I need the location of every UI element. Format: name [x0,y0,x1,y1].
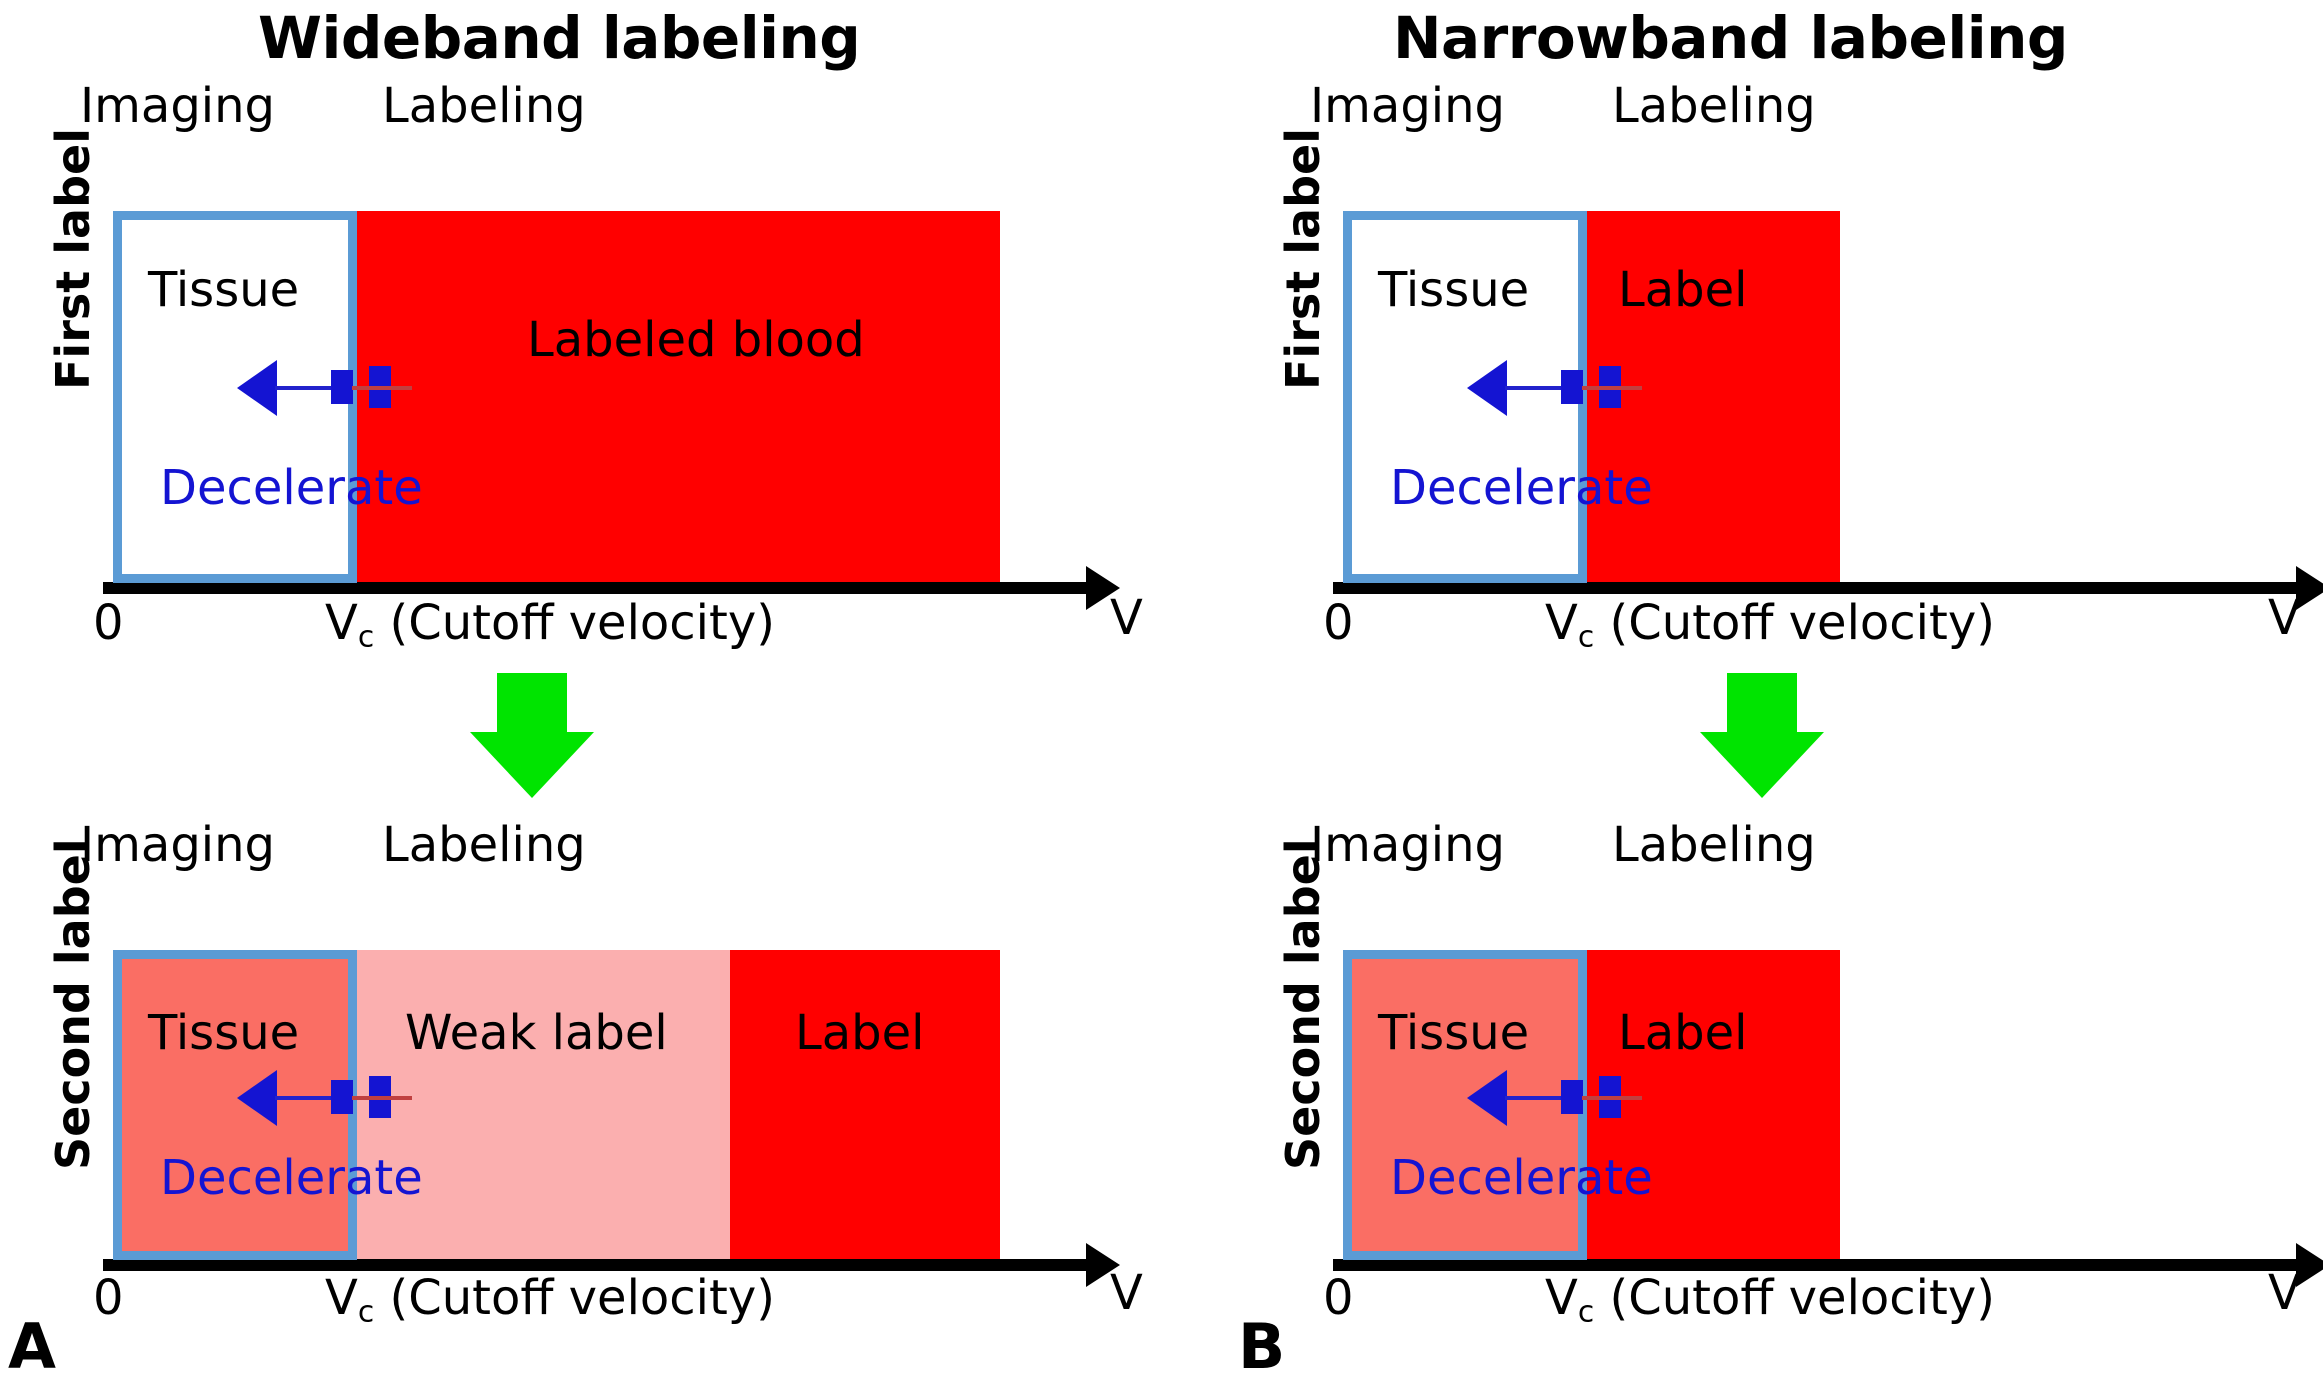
decelerate-arrow-stem [1505,386,1565,390]
cutoff-subscript: c [357,619,375,655]
panel-a-transition-arrow-head-icon [470,732,594,798]
panel-b-row2-axis-line [1333,1259,2298,1271]
panel-b-row2-block-label [1582,950,1840,1260]
decelerate-arrow-stem-2 [352,1096,412,1100]
panel-a-row1-block-labeled-blood [352,211,1000,583]
panel-b-row2-axis-velocity: V [2268,1265,2301,1321]
panel-b-row2-axis-cutoff: Vc (Cutoff velocity) [1545,1270,1995,1329]
decelerate-arrow-head-icon [237,360,277,416]
panel-b-letter: B [1238,1310,1286,1383]
panel-a-row2-axis-zero: 0 [93,1270,124,1326]
panel-a-row2-label-tissue: Tissue [148,1005,300,1061]
panel-b-row2-axis-arrow-icon [2296,1243,2323,1287]
decelerate-arrow-stem-2 [352,386,412,390]
panel-a-row1-axis-arrow-icon [1086,566,1120,610]
panel-a-row2-block-weak-label [352,950,730,1260]
panel-b-row1-labeling-header: Labeling [1612,78,1816,134]
panel-b-row1-label-tissue: Tissue [1378,262,1530,318]
panel-a-row2-block-tissue [113,950,353,1260]
panel-b-row2-label-tissue: Tissue [1378,1005,1530,1061]
panel-a-row2-labeling-header: Labeling [382,817,586,873]
panel-b-row1-block-label [1582,211,1840,583]
panel-b-title: Narrowband labeling [1393,4,2068,72]
panel-b-row1-velocity-marker [1467,360,1657,416]
decelerate-arrow-tail-block [331,1080,353,1114]
panel-b-row2-row-label: Second label [1276,838,1330,1170]
panel-a-row1-label-labeled-blood: Labeled blood [527,312,865,368]
cutoff-subscript: c [1577,619,1595,655]
panel-a-row2-label-weak-label: Weak label [405,1005,668,1061]
panel-a-row1-imaging-header: Imaging [80,78,276,134]
panel-b-row2-labeling-header: Labeling [1612,817,1816,873]
panel-a-row1-velocity-marker [237,360,427,416]
decelerate-arrow-stem-2 [1582,386,1642,390]
decelerate-arrow-tail-block [1561,370,1583,404]
panel-a-row2-decelerate-text: Decelerate [160,1150,423,1206]
panel-a-row1-axis-velocity: V [1110,590,1143,646]
cutoff-text: (Cutoff velocity) [389,595,775,651]
panel-a-row2-velocity-marker [237,1070,427,1126]
panel-a-row2-axis-cutoff: Vc (Cutoff velocity) [325,1270,775,1329]
decelerate-arrow-stem [275,1096,335,1100]
panel-a-row2-block-label [730,950,1000,1260]
panel-b-row1-axis-arrow-icon [2296,566,2323,610]
panel-a-row1-decelerate-text: Decelerate [160,460,423,516]
panel-b-row1-axis-velocity: V [2268,590,2301,646]
panel-b-transition-arrow-head-icon [1700,732,1824,798]
panel-a-transition-arrow-shaft [497,673,567,735]
cutoff-subscript: c [1577,1294,1595,1330]
panel-a-row2-row-label: Second label [46,838,100,1170]
panel-a-row1-axis-line [103,582,1088,594]
decelerate-arrow-stem [1505,1096,1565,1100]
panel-b-row1-block-tissue [1343,211,1583,583]
cutoff-text: (Cutoff velocity) [1609,595,1995,651]
panel-b-row1-label-label: Label [1618,262,1748,318]
cutoff-v-symbol: V [1545,1270,1578,1326]
panel-a-row2-imaging-header: Imaging [80,817,276,873]
panel-a-row1-label-tissue: Tissue [148,262,300,318]
panel-b-row1-row-label: First label [1276,128,1330,390]
decelerate-arrow-tail-block [331,370,353,404]
cutoff-text: (Cutoff velocity) [1609,1270,1995,1326]
panel-b-transition-arrow-shaft [1727,673,1797,735]
panel-b-row2-imaging-header: Imaging [1310,817,1506,873]
panel-a-row2-axis-arrow-icon [1086,1243,1120,1287]
decelerate-arrow-head-icon [1467,360,1507,416]
cutoff-v-symbol: V [325,595,358,651]
panel-a-row2-axis-line [103,1259,1088,1271]
decelerate-arrow-stem [275,386,335,390]
decelerate-arrow-head-icon [237,1070,277,1126]
panel-b-row2-block-tissue [1343,950,1583,1260]
decelerate-arrow-stem-2 [1582,1096,1642,1100]
cutoff-v-symbol: V [325,1270,358,1326]
panel-b-row1-imaging-header: Imaging [1310,78,1506,134]
panel-a-row1-row-label: First label [46,128,100,390]
panel-a-letter: A [8,1310,56,1383]
panel-b-row1-axis-cutoff: Vc (Cutoff velocity) [1545,595,1995,654]
cutoff-text: (Cutoff velocity) [389,1270,775,1326]
cutoff-subscript: c [357,1294,375,1330]
panel-b-row2-decelerate-text: Decelerate [1390,1150,1653,1206]
panel-a-row2-label-label: Label [795,1005,925,1061]
panel-b-row2-label-label: Label [1618,1005,1748,1061]
panel-b-row2-axis-zero: 0 [1323,1270,1354,1326]
panel-b-row2-velocity-marker [1467,1070,1657,1126]
panel-b-row1-axis-zero: 0 [1323,595,1354,651]
panel-a-row1-labeling-header: Labeling [382,78,586,134]
decelerate-arrow-tail-block [1561,1080,1583,1114]
panel-a-title: Wideband labeling [258,4,861,72]
panel-a-row1-block-tissue [113,211,353,583]
cutoff-v-symbol: V [1545,595,1578,651]
decelerate-arrow-head-icon [1467,1070,1507,1126]
panel-b-row1-axis-line [1333,582,2298,594]
panel-a-row1-axis-cutoff: Vc (Cutoff velocity) [325,595,775,654]
panel-a-row2-axis-velocity: V [1110,1265,1143,1321]
panel-b-row1-decelerate-text: Decelerate [1390,460,1653,516]
panel-a-row1-axis-zero: 0 [93,595,124,651]
